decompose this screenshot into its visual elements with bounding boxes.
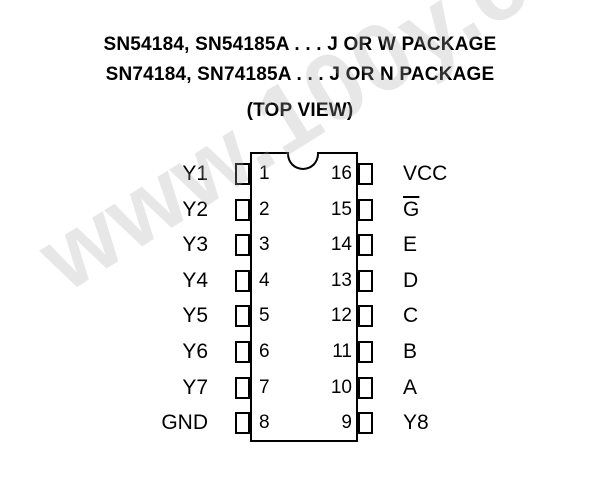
pin-2-number: 2: [259, 198, 270, 220]
pin-3-lead: [235, 234, 250, 257]
pin-14-number: 14: [330, 234, 352, 256]
pin-10-lead: [358, 376, 373, 399]
pin-8-number: 8: [259, 412, 270, 434]
pin-9-signal-y8: Y8: [403, 411, 429, 435]
pin-4-number: 4: [259, 269, 270, 291]
pin-6-lead: [235, 341, 250, 363]
pin-10-signal-a: A: [403, 375, 418, 399]
pin-12-number: 12: [330, 305, 352, 327]
pin-1-lead: [235, 163, 250, 185]
package-title-sn74: SN74184, SN74185A . . . J OR N PACKAGE: [105, 64, 495, 85]
pin-9-lead: [358, 412, 373, 435]
pin-6-number: 6: [259, 341, 270, 362]
pin-15-lead: [358, 198, 373, 221]
pin-11-lead: [358, 341, 373, 363]
pin-3-signal-y3: Y3: [182, 233, 208, 257]
pin-10-number: 10: [330, 376, 352, 398]
pin-5-lead: [235, 305, 250, 328]
pin-7-lead: [235, 376, 250, 399]
pin-11-number: 11: [332, 341, 352, 362]
pin-9-number: 9: [341, 412, 352, 434]
pin-14-lead: [358, 234, 373, 257]
pin-8-lead: [235, 412, 250, 435]
pin-16-number: 16: [330, 163, 352, 184]
pin-13-signal-d: D: [403, 268, 419, 292]
pin-16-signal-vcc: VCC: [403, 162, 448, 185]
pin-13-number: 13: [330, 269, 352, 291]
pin-2-lead: [235, 198, 250, 221]
pin-7-number: 7: [259, 376, 270, 398]
package-title-sn54: SN54184, SN54185A . . . J OR W PACKAGE: [103, 34, 497, 55]
pin-5-number: 5: [259, 305, 270, 327]
pin-2-signal-y2: Y2: [182, 197, 208, 221]
pin-12-lead: [358, 305, 373, 328]
pin-16-lead: [358, 163, 373, 185]
pin-13-lead: [358, 269, 373, 292]
pin-8-signal-gnd: GND: [161, 411, 208, 435]
pin-11-signal-b: B: [403, 340, 418, 363]
pin-12-signal-c: C: [403, 304, 419, 328]
pin-1-number: 1: [259, 163, 270, 184]
pin-15-number: 15: [330, 198, 352, 220]
pin-3-number: 3: [259, 234, 270, 256]
pin-6-signal-y6: Y6: [182, 340, 208, 363]
pin-5-signal-y5: Y5: [182, 304, 208, 328]
pin-14-signal-e: E: [403, 233, 418, 257]
pin-4-signal-y4: Y4: [182, 268, 208, 292]
pin-15-signal-g: G: [403, 197, 420, 221]
pin-4-lead: [235, 269, 250, 292]
pin-7-signal-y7: Y7: [182, 375, 208, 399]
pin-1-signal-y1: Y1: [182, 162, 208, 185]
view-label: (TOP VIEW): [246, 100, 354, 121]
